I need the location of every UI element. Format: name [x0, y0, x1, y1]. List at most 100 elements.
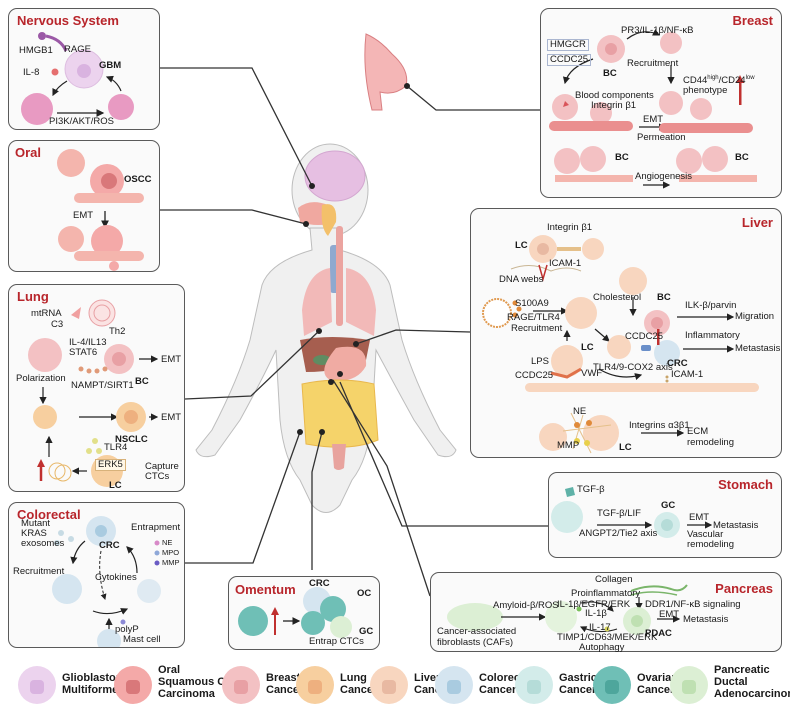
- label-kras: KRAS: [21, 528, 47, 539]
- label-emt: EMT: [73, 210, 94, 221]
- label-cd44-cd24: CD44high/CD24low: [683, 75, 755, 86]
- panel-breast: Breast PR3/IL-1β/NF-κB HMGCR CCDC25 BC R…: [540, 8, 782, 198]
- cd44-sup: high: [707, 75, 719, 81]
- label-cholesterol: Cholesterol: [593, 292, 642, 303]
- legend-nucleus-icon: [382, 680, 396, 694]
- label-lps: LPS: [531, 356, 549, 367]
- label-vascular: Vascular: [687, 529, 724, 540]
- panel-oral: Oral OSCC EMT: [8, 140, 160, 272]
- label-dna-webs: DNA webs: [499, 274, 544, 285]
- label-hmgb1: HMGB1: [19, 45, 53, 56]
- label-recruitment: Recruitment: [13, 566, 65, 577]
- legend-cell-icon: [435, 666, 473, 704]
- label-gbm: GBM: [99, 60, 122, 71]
- label-ne: NE: [573, 406, 587, 417]
- label-ccdc25-b: CCDC25: [515, 370, 554, 381]
- label-mpo: MPO: [162, 548, 180, 557]
- label-entrap-ctcs: Entrap CTCs: [309, 636, 364, 647]
- label-capture: Capture: [145, 461, 179, 472]
- label-il4: IL-4/IL13: [69, 337, 107, 348]
- legend-nucleus-icon: [682, 680, 696, 694]
- panel-title: Oral: [15, 145, 42, 160]
- label-il1b: IL-1β: [585, 608, 607, 619]
- label-lc-1: LC: [515, 240, 528, 251]
- label-pi3k: PI3K/AKT/ROS: [49, 116, 114, 127]
- brain-organ: [304, 150, 366, 202]
- stomach-organ: [324, 346, 367, 381]
- stomach-illustration: [551, 487, 713, 538]
- panel-title: Nervous System: [17, 13, 119, 28]
- label-lc-2: LC: [581, 342, 594, 353]
- label-erk5: ERK5: [95, 459, 126, 471]
- label-bc: BC: [657, 292, 671, 303]
- label-recruitment: Recruitment: [511, 323, 563, 334]
- breast-illustration: [364, 33, 408, 111]
- label-emt: EMT: [643, 114, 664, 125]
- label-rage: RAGE: [64, 44, 91, 55]
- legend-label: Gastric Cancer: [559, 672, 597, 697]
- label-ne: NE: [162, 538, 173, 547]
- label-oscc: OSCC: [124, 174, 152, 185]
- panel-title: Stomach: [718, 477, 773, 492]
- label-metastasis: Metastasis: [683, 614, 729, 625]
- panel-title: Lung: [17, 289, 49, 304]
- label-ccdc25-a: CCDC25: [625, 331, 664, 342]
- label-migration: Migration: [735, 311, 775, 322]
- label-angiogenesis: Angiogenesis: [635, 171, 693, 182]
- label-c3: C3: [51, 319, 64, 330]
- label-phenotype: phenotype: [683, 85, 728, 96]
- pancreas-illustration: [447, 584, 688, 635]
- label-amyloid: Amyloid-β/ROS: [493, 600, 559, 611]
- panel-omentum: Omentum CRC OC GC Entrap CTCs: [228, 576, 380, 650]
- label-mmp: MMP: [557, 440, 580, 451]
- label-lc: LC: [109, 480, 122, 491]
- panel-title: Pancreas: [715, 581, 773, 596]
- label-il17: IL-17: [589, 622, 611, 633]
- lung-right: [346, 268, 376, 336]
- label-stat6: STAT6: [69, 347, 98, 358]
- panel-pancreas: Pancreas Collagen Proinflammatory IL-1β/…: [430, 572, 782, 652]
- nervous-illustration: [21, 32, 134, 125]
- label-il1b-egfr: IL-1β/EGFR/ERK: [557, 599, 631, 610]
- legend-nucleus-icon: [308, 680, 322, 694]
- label-oc: OC: [357, 588, 372, 599]
- label-angpt2: ANGPT2/Tie2 axis: [579, 528, 658, 539]
- label-blood-components: Blood components: [575, 90, 654, 101]
- legend-cell-icon: [515, 666, 553, 704]
- legend-label: Breast Cancer: [266, 672, 304, 697]
- label-nampt: NAMPT/SIRT1: [71, 380, 134, 391]
- legend-nucleus-icon: [447, 680, 461, 694]
- legend-label: Lung Cancer: [340, 672, 378, 697]
- legend-label: Pancreatic Ductal Adenocarcinoma: [714, 664, 790, 701]
- label-il8: IL-8: [23, 67, 40, 78]
- label-autophagy: Autophagy: [579, 642, 625, 653]
- legend-nucleus-icon: [527, 680, 541, 694]
- label-collagen: Collagen: [595, 574, 633, 585]
- panel-liver: Liver LC Integrin β1 IC: [470, 208, 782, 458]
- label-exosomes: exosomes: [21, 538, 65, 549]
- label-proinflammatory: Proinflammatory: [571, 588, 641, 599]
- label-ccdc25: CCDC25: [547, 54, 592, 66]
- label-pr3-pathway: PR3/IL-1β/NF-κB: [621, 25, 694, 36]
- lungs-organ: [302, 268, 332, 336]
- omentum-illustration: [238, 587, 352, 638]
- cd24-sup: low: [745, 75, 755, 81]
- label-vwf: VWF: [581, 368, 603, 379]
- label-ilk: ILK-β/parvin: [685, 300, 737, 311]
- organ-markers: [297, 83, 410, 435]
- label-integrins-a3b1: Integrins α3β1: [629, 420, 690, 431]
- salivary-gland: [321, 204, 337, 236]
- label-icam1-b: ICAM-1: [671, 369, 704, 380]
- label-crc: CRC: [667, 358, 688, 369]
- label-entrapment: Entrapment: [131, 522, 181, 533]
- legend-cell-icon: [18, 666, 56, 704]
- label-caf-1: Cancer-associated: [437, 626, 517, 637]
- label-polyp: polyP: [115, 624, 139, 635]
- liver-illustration: [482, 235, 759, 454]
- label-mmp: MMP: [162, 558, 180, 567]
- legend-cell-icon: [114, 666, 152, 704]
- label-inflammatory: Inflammatory: [685, 330, 740, 341]
- breast-panel-illustration: [549, 29, 757, 189]
- legend-label: Ovarian Cancer: [637, 672, 678, 697]
